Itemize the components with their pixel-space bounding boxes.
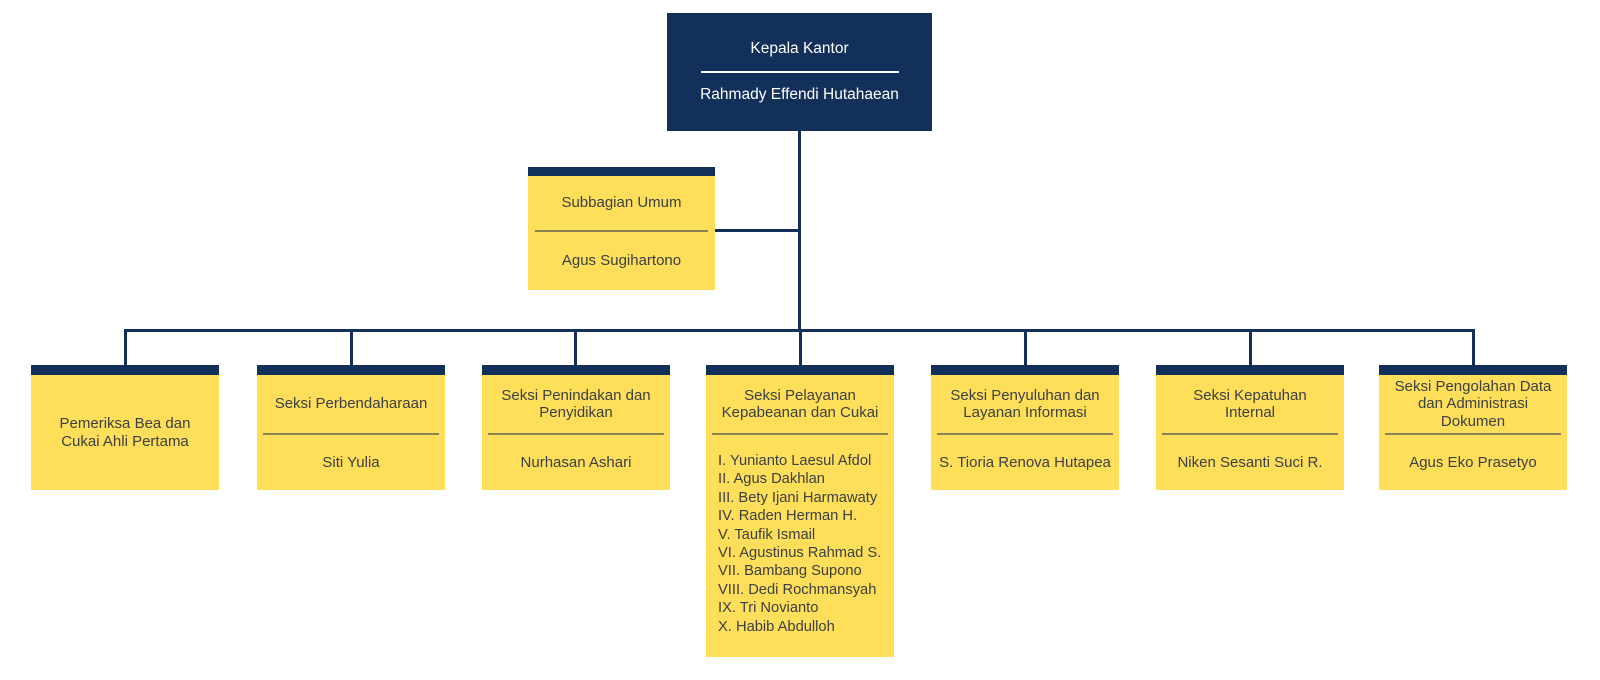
person-name: Rahmady Effendi Hutahaean [700, 86, 899, 103]
member-item: X. Habib Abdulloh [718, 618, 835, 635]
box-top-bar [1379, 365, 1567, 375]
role-title: Seksi Penindakan dan Penyidikan [501, 386, 651, 422]
person-name: Niken Sesanti Suci R. [1177, 453, 1323, 471]
divider [937, 433, 1113, 435]
person-name: Agus Eko Prasetyo [1409, 453, 1537, 471]
member-item: V. Taufik Ismail [718, 526, 816, 543]
role-title: Subbagian Umum [561, 194, 682, 212]
org-box-kepala-kantor: Kepala Kantor Rahmady Effendi Hutahaean [667, 13, 932, 131]
connector-drop-3 [574, 330, 577, 365]
box-top-bar [257, 365, 445, 375]
connector-staff-horizontal [714, 229, 799, 232]
member-item: VI. Agustinus Rahmad S. [718, 545, 882, 562]
org-box-subbagian-umum: Subbagian Umum Agus Sugihartono [528, 167, 715, 290]
org-box-seksi-pelayanan-kepabeanan-cukai: Seksi Pelayanan Kepabeanan dan Cukai I. … [706, 365, 894, 657]
connector-drop-7 [1471, 330, 1475, 365]
connector-drop-2 [350, 330, 353, 365]
member-list: I. Yunianto Laesul Afdol II. Agus Dakhla… [706, 435, 894, 636]
box-top-bar [482, 365, 670, 375]
member-item: IX. Tri Novianto [718, 600, 819, 617]
box-top-bar [528, 167, 715, 176]
divider [1385, 433, 1561, 435]
divider [535, 230, 708, 232]
member-item: VII. Bambang Supono [718, 563, 862, 580]
role-title: Seksi Pelayanan Kepabeanan dan Cukai [721, 386, 879, 422]
connector-drop-5 [1023, 330, 1027, 365]
divider [488, 433, 664, 435]
member-item: IV. Raden Herman H. [718, 508, 858, 525]
role-title: Kepala Kantor [750, 40, 849, 57]
connector-drop-6 [1248, 330, 1252, 365]
member-item: III. Bety Ijani Harmawaty [718, 489, 878, 506]
org-box-seksi-penyuluhan-layanan-informasi: Seksi Penyuluhan dan Layanan Informasi S… [931, 365, 1119, 490]
org-box-pemeriksa-bea-cukai: Pemeriksa Bea dan Cukai Ahli Pertama [31, 365, 219, 490]
connector-trunk-vertical [798, 131, 801, 330]
person-name: Siti Yulia [322, 453, 380, 471]
role-title: Seksi Pengolahan Data dan Administrasi D… [1394, 377, 1552, 430]
member-item: II. Agus Dakhlan [718, 471, 825, 488]
role-title: Seksi Penyuluhan dan Layanan Informasi [950, 386, 1100, 422]
org-box-seksi-pengolahan-data-administrasi: Seksi Pengolahan Data dan Administrasi D… [1379, 365, 1567, 490]
member-item: I. Yunianto Laesul Afdol [718, 453, 872, 469]
divider [1162, 433, 1338, 435]
connector-drop-1 [123, 330, 127, 365]
role-title: Pemeriksa Bea dan Cukai Ahli Pertama [59, 415, 191, 450]
connector-drop-4 [798, 330, 802, 365]
divider [700, 71, 899, 73]
role-title: Seksi Perbendaharaan [274, 395, 428, 413]
box-top-bar [31, 365, 219, 375]
org-box-seksi-kepatuhan-internal: Seksi Kepatuhan Internal Niken Sesanti S… [1156, 365, 1344, 490]
member-item: VIII. Dedi Rochmansyah [718, 581, 877, 598]
divider [712, 433, 888, 435]
box-top-bar [931, 365, 1119, 375]
box-top-bar [1156, 365, 1344, 375]
divider [263, 433, 439, 435]
box-top-bar [706, 365, 894, 375]
role-title: Seksi Kepatuhan Internal [1193, 386, 1307, 422]
org-box-seksi-perbendaharaan: Seksi Perbendaharaan Siti Yulia [257, 365, 445, 490]
person-name: S. Tioria Renova Hutapea [939, 453, 1111, 471]
person-name: Nurhasan Ashari [520, 453, 632, 471]
org-box-seksi-penindakan-penyidikan: Seksi Penindakan dan Penyidikan Nurhasan… [482, 365, 670, 490]
person-name: Agus Sugihartono [561, 252, 682, 270]
